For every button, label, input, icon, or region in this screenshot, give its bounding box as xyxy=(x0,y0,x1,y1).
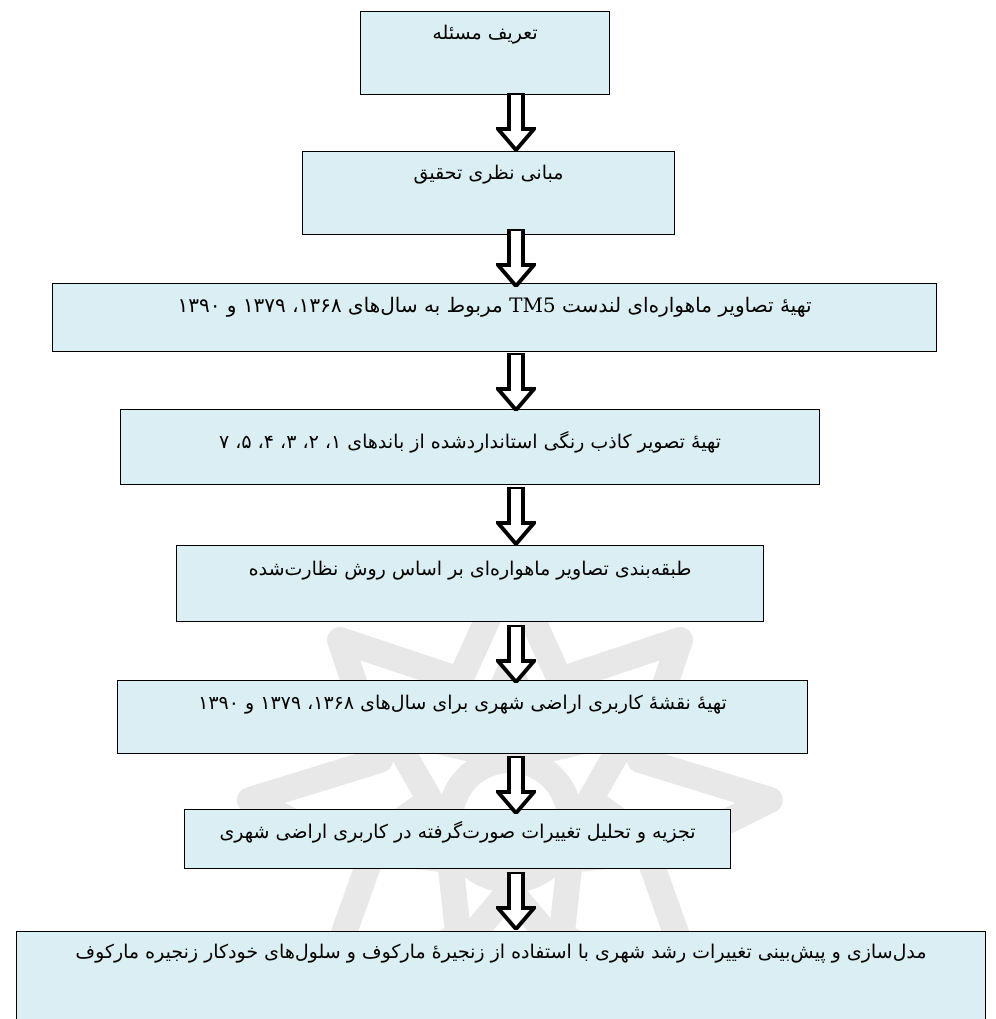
step-label: مبانی نظری تحقیق xyxy=(413,162,564,184)
step-false-color-composite: تهیۀ تصویر کاذب رنگی استانداردشده از بان… xyxy=(120,409,820,485)
step-label: تهیۀ نقشۀ کاربری اراضی شهری برای سال‌های… xyxy=(198,692,727,714)
down-arrow-icon xyxy=(496,229,536,287)
step-land-use-map: تهیۀ نقشۀ کاربری اراضی شهری برای سال‌های… xyxy=(117,680,808,754)
down-arrow-icon xyxy=(496,93,536,151)
down-arrow-icon xyxy=(496,353,536,411)
step-supervised-classification: طبقه‌بندی تصاویر ماهواره‌ای بر اساس روش … xyxy=(176,545,764,622)
step-label: طبقه‌بندی تصاویر ماهواره‌ای بر اساس روش … xyxy=(248,558,692,580)
down-arrow-icon xyxy=(496,872,536,930)
step-prepare-landsat-images: تهیۀ تصاویر ماهواره‌ای لندست TM5 مربوط ب… xyxy=(52,283,937,352)
step-label: تهیۀ تصویر کاذب رنگی استانداردشده از بان… xyxy=(219,431,721,453)
step-define-problem: تعریف مسئله xyxy=(360,11,610,95)
step-label: تعریف مسئله xyxy=(432,22,538,44)
down-arrow-icon xyxy=(496,487,536,545)
step-label: مدل‌سازی و پیش‌بینی تغییرات رشد شهری با … xyxy=(75,941,927,963)
step-theoretical-basis: مبانی نظری تحقیق xyxy=(302,151,675,235)
step-label: تجزیه و تحلیل تغییرات صورت‌گرفته در کارب… xyxy=(219,821,696,843)
step-markov-ca-modeling: مدل‌سازی و پیش‌بینی تغییرات رشد شهری با … xyxy=(16,931,986,1019)
down-arrow-icon xyxy=(496,756,536,814)
step-change-analysis: تجزیه و تحلیل تغییرات صورت‌گرفته در کارب… xyxy=(184,809,731,869)
step-label: تهیۀ تصاویر ماهواره‌ای لندست TM5 مربوط ب… xyxy=(177,293,812,317)
down-arrow-icon xyxy=(496,625,536,683)
